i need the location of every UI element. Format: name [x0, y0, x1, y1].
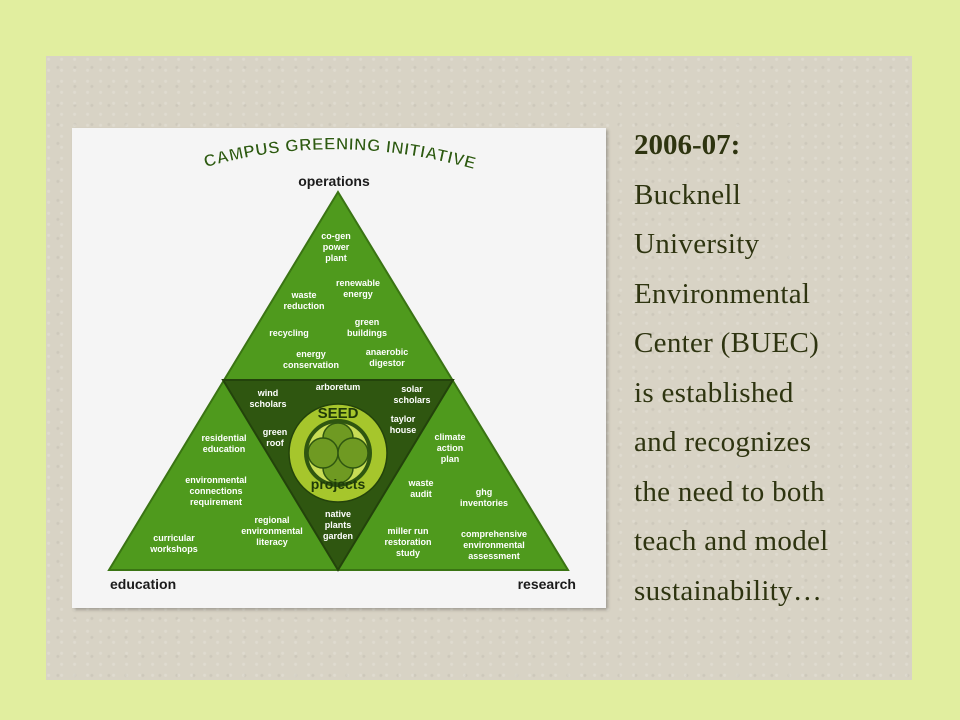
campus-greening-diagram: CAMPUS GREENING INITIATIVE operations ed… — [72, 128, 606, 608]
corner-label-education: education — [110, 576, 176, 592]
seed-bottom-label: projects — [311, 476, 366, 492]
caption-line: Environmental — [634, 277, 811, 310]
corner-label-operations: operations — [298, 173, 370, 189]
caption-line: sustainability… — [634, 574, 823, 607]
corner-label-research: research — [518, 576, 576, 592]
seed-emblem: SEED projects — [288, 403, 388, 503]
caption-line: Bucknell — [634, 178, 742, 211]
seed-top-label: SEED — [318, 405, 359, 422]
slide-caption: 2006-07: Bucknell University Environment… — [634, 121, 904, 616]
caption-line: is established — [634, 376, 794, 409]
diagram-title: CAMPUS GREENING INITIATIVE — [202, 134, 479, 173]
caption-line: University — [634, 228, 760, 260]
operations-item-recycling: recycling — [269, 328, 309, 338]
caption-line: and recognizes — [634, 426, 812, 458]
caption-year: 2006-07: — [634, 129, 741, 161]
caption-line: the need to both — [634, 475, 825, 508]
caption-line: teach and model — [634, 525, 829, 557]
caption-line: Center (BUEC) — [634, 327, 820, 359]
center-item-arboretum: arboretum — [316, 382, 361, 392]
